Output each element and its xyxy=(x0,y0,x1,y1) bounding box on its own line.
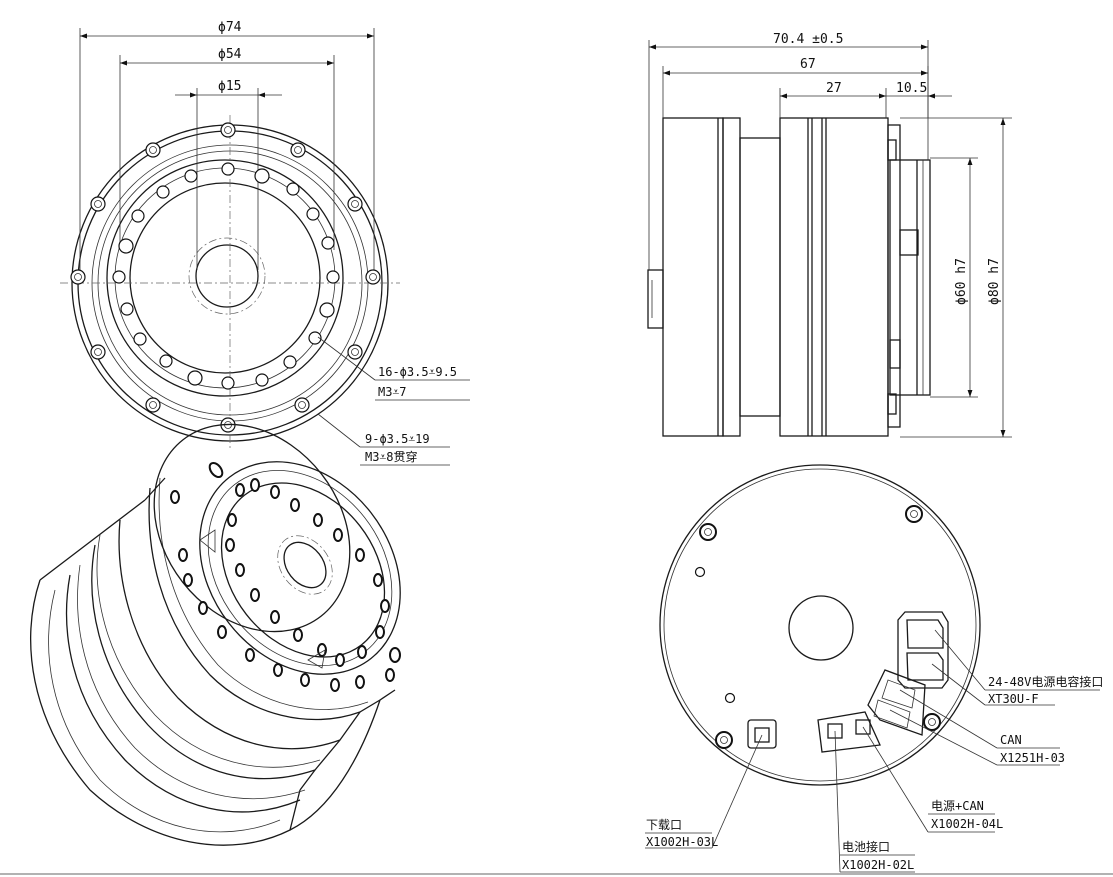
rear-view xyxy=(645,464,1100,873)
label-can-connector: CAN xyxy=(1000,733,1022,747)
dim-length-10-5: 10.5 xyxy=(896,81,927,96)
callout-outer-holes-2: M3⩡8贯穿 xyxy=(365,449,417,464)
callout-inner-holes-1: 16-ϕ3.5⩡9.5 xyxy=(378,365,457,379)
front-view xyxy=(60,28,470,466)
callout-outer-holes-1: 9-ϕ3.5⩡19 xyxy=(365,432,430,446)
dim-overall-length: 70.4 ±0.5 xyxy=(773,32,843,47)
label-power-can-part: X1002H-04L xyxy=(931,817,1003,831)
label-power-can: 电源+CAN xyxy=(931,799,984,813)
dim-diameter-60: ϕ60 h7 xyxy=(954,258,969,305)
dim-length-67: 67 xyxy=(800,57,816,72)
label-power-connector: 24-48V电源电容接口 xyxy=(988,674,1103,689)
label-power-connector-part: XT30U-F xyxy=(988,692,1039,706)
dim-diameter-54: ϕ54 xyxy=(218,47,242,62)
inner-bolt-holes xyxy=(112,162,340,390)
callout-inner-holes-2: M3⩡7 xyxy=(378,385,406,399)
dim-length-27: 27 xyxy=(826,81,842,96)
isometric-view xyxy=(29,423,401,846)
label-battery-port: 电池接口 xyxy=(842,839,890,854)
dim-diameter-80: ϕ80 h7 xyxy=(987,258,1002,305)
label-can-connector-part: X1251H-03 xyxy=(1000,751,1065,765)
side-view xyxy=(647,40,1012,438)
dim-diameter-74: ϕ74 xyxy=(218,20,242,35)
label-download-port-part: X1002H-03L xyxy=(646,835,718,849)
iso-holes xyxy=(170,461,401,692)
label-download-port: 下载口 xyxy=(646,818,682,832)
label-battery-port-part: X1002H-02L xyxy=(842,858,914,872)
outer-bolt-holes xyxy=(70,122,381,433)
dim-diameter-15: ϕ15 xyxy=(218,79,241,94)
